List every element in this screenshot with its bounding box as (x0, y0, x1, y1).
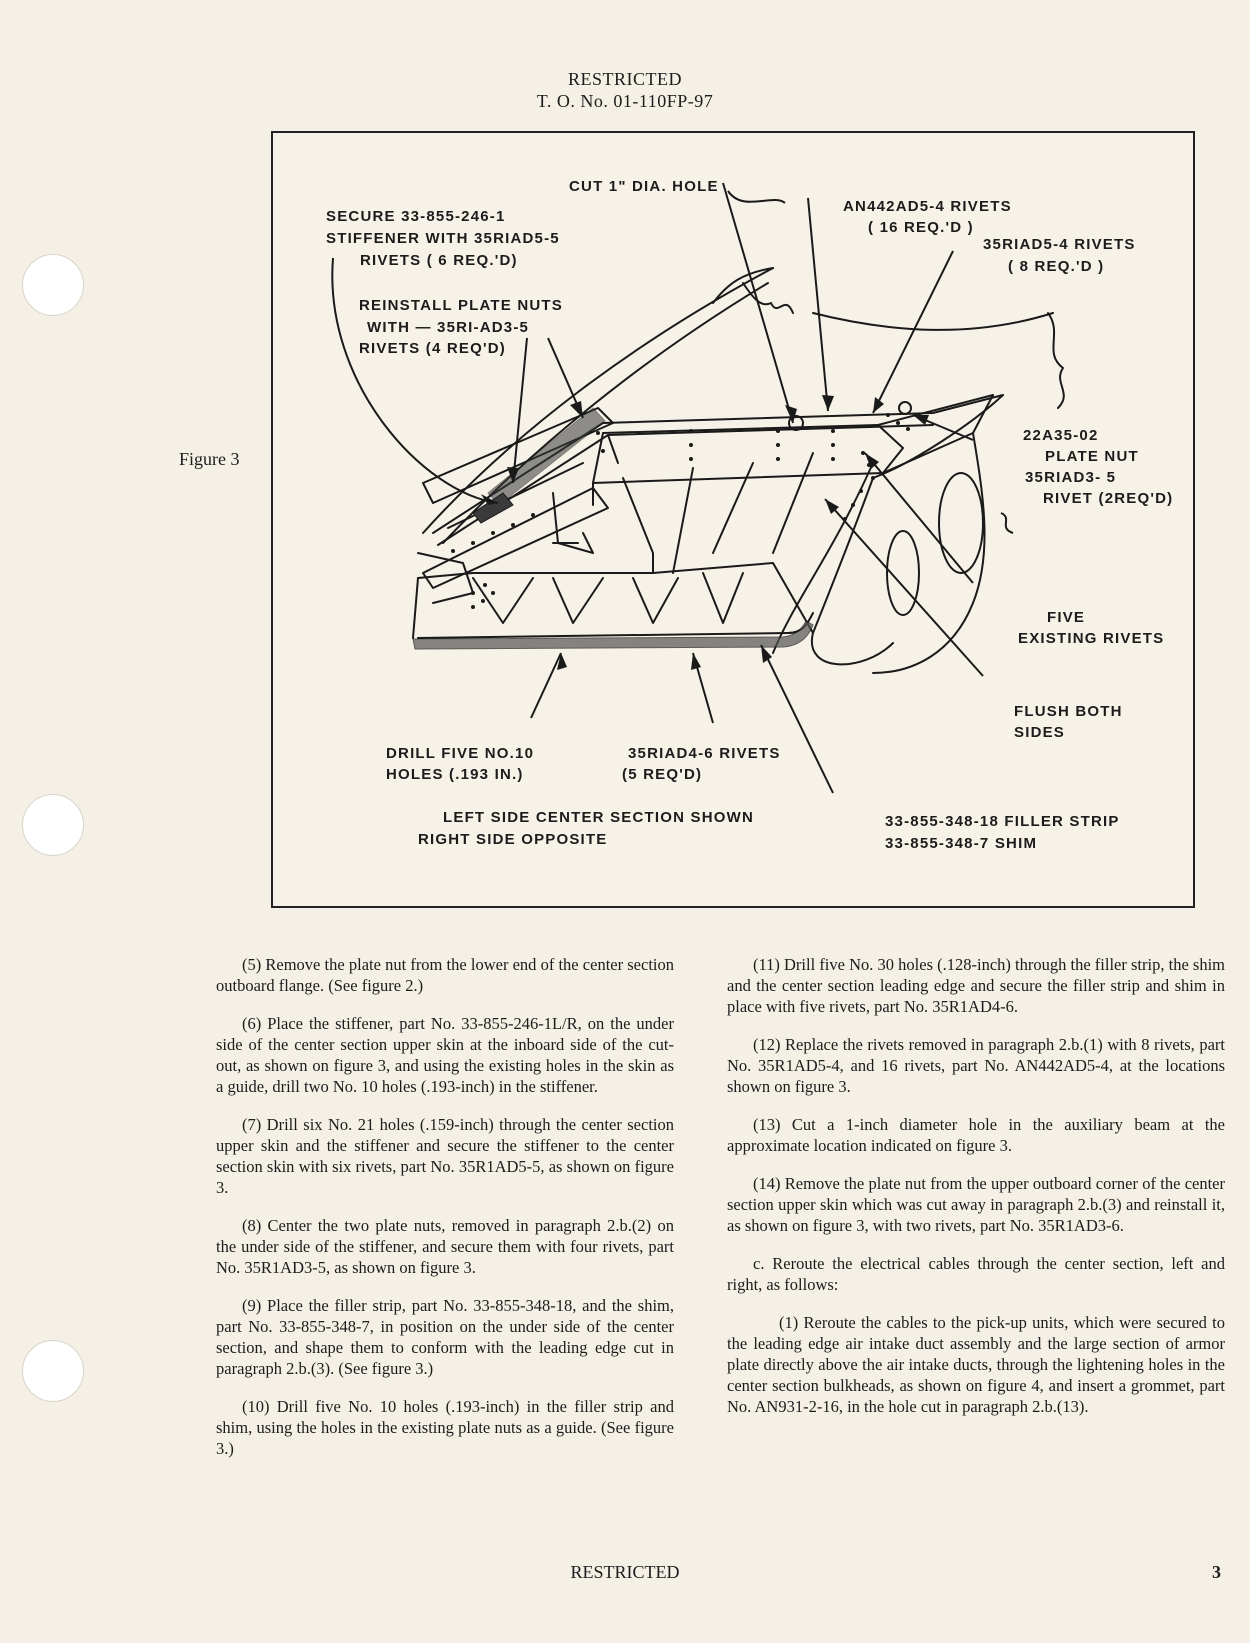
paragraph-7: (7) Drill six No. 21 holes (.159-inch) t… (216, 1115, 674, 1197)
callout-plate-nut-line4: RIVET (2REQ'D) (1043, 490, 1174, 507)
figure-label: Figure 3 (179, 449, 240, 469)
callout-35riad4-6-line1: 35RIAD4-6 RIVETS (628, 745, 781, 762)
paragraph-10: (10) Drill five No. 10 holes (.193-inch)… (216, 1397, 674, 1458)
header-classification: RESTRICTED (567, 69, 682, 89)
callout-35riad4-6-line2: (5 REQ'D) (622, 766, 703, 783)
paragraph-14: (14) Remove the plate nut from the upper… (727, 1174, 1225, 1235)
page-number: 3 (1212, 1562, 1221, 1582)
figure-3-diagram: CUT 1" DIA. HOLE AN442AD5-4 RIVETS ( 16 … (271, 131, 1195, 908)
paragraph-11: (11) Drill five No. 30 holes (.128-inch)… (727, 955, 1225, 1016)
callout-filler-strip-line2: 33-855-348-7 SHIM (885, 835, 1038, 852)
callout-an442-rivets-line1: AN442AD5-4 RIVETS (843, 198, 1012, 215)
callout-drill-line2: HOLES (.193 IN.) (386, 766, 524, 783)
callout-five-rivets-line1: FIVE (1047, 609, 1086, 626)
paragraph-8: (8) Center the two plate nuts, removed i… (216, 1216, 674, 1277)
paragraph-6: (6) Place the stiffener, part No. 33-855… (216, 1014, 674, 1096)
punch-hole-middle (22, 794, 84, 856)
callout-reinstall-line3: RIVETS (4 REQ'D) (359, 340, 506, 357)
callout-filler-strip-line1: 33-855-348-18 FILLER STRIP (885, 813, 1120, 830)
punch-hole-bottom (22, 1340, 84, 1402)
callout-an442-rivets-line2: ( 16 REQ.'D ) (868, 219, 974, 236)
callout-flush-line1: FLUSH BOTH (1014, 703, 1123, 720)
callout-secure-stiffener-line1: SECURE 33-855-246-1 (326, 208, 506, 225)
paragraph-5: (5) Remove the plate nut from the lower … (216, 955, 674, 995)
paragraph-9: (9) Place the filler strip, part No. 33-… (216, 1296, 674, 1378)
paragraph-c: c. Reroute the electrical cables through… (727, 1254, 1225, 1294)
wing-center-section-illustration (331, 182, 1065, 794)
figure-caption-line1: LEFT SIDE CENTER SECTION SHOWN (443, 809, 755, 826)
callout-drill-line1: DRILL FIVE NO.10 (386, 745, 535, 762)
callout-secure-stiffener-line2: STIFFENER WITH 35RIAD5-5 (326, 230, 560, 247)
body-left-column: (5) Remove the plate nut from the lower … (216, 954, 674, 1476)
callout-35riad5-4-line1: 35RIAD5-4 RIVETS (983, 236, 1136, 253)
footer-classification: RESTRICTED (570, 1562, 680, 1582)
figure-caption-line2: RIGHT SIDE OPPOSITE (418, 831, 608, 848)
punch-hole-top (22, 254, 84, 316)
callout-flush-line2: SIDES (1014, 724, 1066, 741)
callout-plate-nut-line1: 22A35-02 (1023, 427, 1099, 444)
callout-plate-nut-line3: 35RIAD3- 5 (1025, 469, 1117, 486)
callout-35riad5-4-line2: ( 8 REQ.'D ) (1008, 258, 1105, 275)
document-number: T. O. No. 01-110FP-97 (536, 91, 714, 111)
callout-reinstall-line2: WITH — 35RI-AD3-5 (367, 319, 530, 336)
paragraph-13: (13) Cut a 1-inch diameter hole in the a… (727, 1115, 1225, 1155)
paragraph-c-1: (1) Reroute the cables to the pick-up un… (727, 1313, 1225, 1416)
callout-secure-stiffener-line3: RIVETS ( 6 REQ.'D) (360, 252, 518, 269)
paragraph-12: (12) Replace the rivets removed in parag… (727, 1035, 1225, 1096)
callout-five-rivets-line2: EXISTING RIVETS (1018, 630, 1165, 647)
body-right-column: (11) Drill five No. 30 holes (.128-inch)… (727, 954, 1225, 1434)
callout-plate-nut-line2: PLATE NUT (1045, 448, 1139, 465)
callout-reinstall-line1: REINSTALL PLATE NUTS (359, 297, 563, 314)
callout-cut-hole: CUT 1" DIA. HOLE (569, 178, 719, 195)
